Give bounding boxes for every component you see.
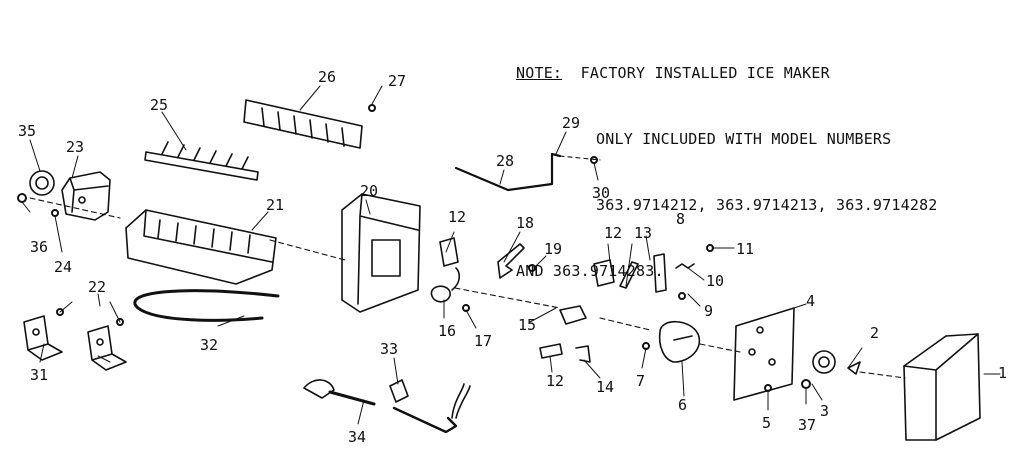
- callout-3: 3: [820, 402, 829, 420]
- part-36-nut: [17, 193, 27, 203]
- callout-10: 10: [706, 272, 724, 290]
- callout-23: 23: [66, 138, 84, 156]
- callout-34: 34: [348, 428, 366, 446]
- callout-4: 4: [806, 292, 815, 310]
- note-line-2: ONLY INCLUDED WITH MODEL NUMBERS: [596, 130, 892, 148]
- part-1-front-cover: [903, 333, 981, 441]
- callout-26: 26: [318, 68, 336, 86]
- factory-note: NOTE: FACTORY INSTALLED ICE MAKER ONLY I…: [516, 18, 938, 326]
- part-35-bearing: [29, 170, 55, 196]
- note-line-3: 363.9714212, 363.9714213, 363.9714282: [596, 196, 938, 214]
- callout-8: 8: [676, 210, 685, 228]
- part-3-gear: [812, 350, 836, 374]
- callout-25: 25: [150, 96, 168, 114]
- note-heading: NOTE:: [516, 64, 563, 82]
- callout-15: 15: [518, 316, 536, 334]
- part-4-support-plate: [733, 307, 795, 401]
- callout-13: 13: [634, 224, 652, 242]
- callout-31: 31: [30, 366, 48, 384]
- part-14-clip: [575, 345, 591, 363]
- callout-22: 22: [88, 278, 106, 296]
- callout-12-thermostat: 12: [448, 208, 466, 226]
- callout-2: 2: [870, 324, 879, 342]
- callout-12-switch: 12: [604, 224, 622, 242]
- part-34-harness: [303, 379, 471, 434]
- callout-21: 21: [266, 196, 284, 214]
- callout-17: 17: [474, 332, 492, 350]
- callout-12-lower: 12: [546, 372, 564, 390]
- part-12-thermostat: [439, 237, 459, 267]
- part-15-valve: [559, 305, 587, 325]
- callout-11: 11: [736, 240, 754, 258]
- callout-24: 24: [54, 258, 72, 276]
- callout-32: 32: [200, 336, 218, 354]
- part-27-screw: [368, 104, 376, 112]
- leader-lines: [21, 85, 1001, 425]
- callout-6: 6: [678, 396, 687, 414]
- part-8-switch: [653, 253, 667, 293]
- part-6-motor: [658, 320, 701, 363]
- part-31-brackets: [23, 315, 127, 371]
- callout-7: 7: [636, 372, 645, 390]
- callout-27: 27: [388, 72, 406, 90]
- part-12-switch-lower: [539, 343, 563, 359]
- callout-36: 36: [30, 238, 48, 256]
- part-22-screw: [116, 318, 124, 326]
- part-2-pin: [847, 361, 861, 375]
- part-26-stripper: [243, 99, 363, 149]
- part-12-switch: [593, 259, 615, 287]
- callout-18: 18: [516, 214, 534, 232]
- assembly-axis: [29, 197, 906, 379]
- callout-20: 20: [360, 182, 378, 200]
- callout-19: 19: [544, 240, 562, 258]
- callout-30: 30: [592, 184, 610, 202]
- callout-1: 1: [998, 364, 1007, 382]
- part-32-heater: [133, 289, 280, 322]
- part-20-housing: [341, 193, 421, 313]
- callout-28: 28: [496, 152, 514, 170]
- part-28-29-shutoff-arm: [454, 152, 601, 192]
- part-25-ejector: [144, 141, 259, 181]
- part-23-cover: [61, 171, 111, 221]
- part-24-screw: [51, 209, 59, 217]
- callout-29: 29: [562, 114, 580, 132]
- callout-33: 33: [380, 340, 398, 358]
- part-16-switch: [430, 267, 461, 303]
- callout-5: 5: [762, 414, 771, 432]
- part-19-screw: [528, 264, 536, 272]
- part-21-mold: [125, 209, 277, 285]
- note-line-1: FACTORY INSTALLED ICE MAKER: [580, 64, 830, 82]
- part-9-screw: [678, 292, 686, 300]
- callout-14: 14: [596, 378, 614, 396]
- part-18-bracket: [497, 243, 525, 279]
- part-33-connector: [389, 379, 409, 403]
- callout-37: 37: [798, 416, 816, 434]
- part-37-nut: [801, 379, 811, 389]
- part-10-spring: [675, 263, 695, 269]
- callout-35: 35: [18, 122, 36, 140]
- part-22-screw: [56, 308, 64, 316]
- callout-16: 16: [438, 322, 456, 340]
- part-30-nut: [590, 156, 598, 164]
- callout-9: 9: [704, 302, 713, 320]
